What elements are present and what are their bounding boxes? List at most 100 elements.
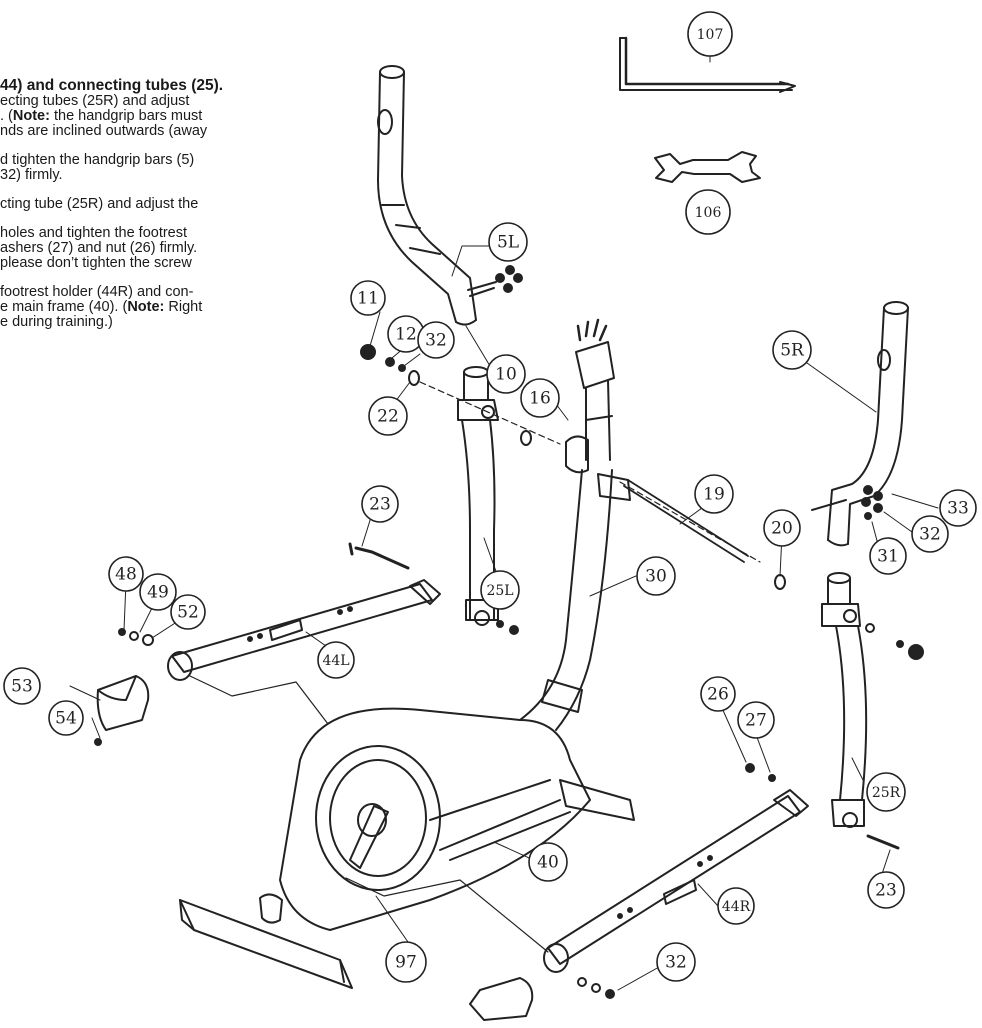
callout-label: 19 (703, 485, 725, 505)
callout-circle (772, 330, 812, 370)
allen-key-107 (619, 36, 796, 93)
callout-circle (417, 321, 455, 359)
left-footrest-44L (167, 579, 441, 681)
callout-circle (486, 354, 526, 394)
callout-label: 33 (947, 499, 969, 519)
callout-circle (656, 942, 696, 982)
callout-label: 20 (771, 519, 793, 539)
instruction-heading: 44) and connecting tubes (25). (0, 77, 224, 94)
callout-circle (700, 676, 736, 712)
wrench-106 (654, 151, 761, 183)
right-footrest-44R (543, 789, 809, 973)
callout-circle (480, 570, 520, 610)
instruction-line: . (Note: the handgrip bars must (0, 108, 203, 124)
callout-16: 16 (520, 378, 560, 418)
callout-32: 32 (911, 515, 949, 553)
callout-5L: 5L (488, 222, 528, 262)
callout-32: 32 (417, 321, 455, 359)
callout-5R: 5R (772, 330, 812, 370)
callout-label: 23 (369, 495, 391, 515)
callout-circle (763, 509, 801, 547)
instruction-line: 32) firmly. (0, 167, 63, 183)
callout-49: 49 (139, 573, 177, 611)
callout-circle (108, 556, 144, 592)
callout-44R: 44R (717, 887, 755, 925)
callout-31: 31 (869, 537, 907, 575)
callout-label: 106 (695, 205, 722, 221)
callout-circle (361, 485, 399, 523)
callout-23: 23 (867, 871, 905, 909)
callout-10: 10 (486, 354, 526, 394)
callout-106: 106 (685, 189, 731, 235)
callout-label: 23 (875, 881, 897, 901)
callout-circle (350, 280, 386, 316)
callout-circle (528, 842, 568, 882)
callout-48: 48 (108, 556, 144, 592)
callout-52: 52 (170, 594, 206, 630)
instruction-line: ashers (27) and nut (26) firmly. (0, 240, 198, 256)
callout-label: 32 (665, 953, 687, 973)
right-handlebar-5R (811, 301, 909, 547)
callout-circle (866, 772, 906, 812)
callout-label: 5R (780, 341, 805, 361)
callout-circle (694, 474, 734, 514)
callout-circle (317, 641, 355, 679)
instruction-line: e main frame (40). (Note: Right (0, 299, 203, 315)
callout-label: 30 (645, 567, 667, 587)
callout-40: 40 (528, 842, 568, 882)
callout-circle (385, 941, 427, 983)
callout-label: 12 (395, 325, 417, 345)
callout-label: 107 (697, 27, 724, 43)
callout-label: 32 (919, 525, 941, 545)
instruction-lines: ecting tubes (25R) and adjust. (Note: th… (0, 94, 340, 330)
callout-circle (170, 594, 206, 630)
callout-circle (3, 667, 41, 705)
callout-32: 32 (656, 942, 696, 982)
callout-label: 52 (177, 603, 199, 623)
callout-circle (368, 396, 408, 436)
callout-20: 20 (763, 509, 801, 547)
callout-23: 23 (361, 485, 399, 523)
instruction-line: cting tube (25R) and adjust the (0, 196, 199, 212)
right-connecting-tube-25R (821, 572, 868, 828)
callout-circle (48, 700, 84, 736)
callout-circle (911, 515, 949, 553)
callout-44L: 44L (317, 641, 355, 679)
callout-27: 27 (737, 701, 775, 739)
callout-label: 25R (872, 785, 901, 801)
callout-circle (636, 556, 676, 596)
main-mast-30 (519, 318, 631, 731)
callout-label: 49 (147, 583, 169, 603)
callout-label: 27 (745, 711, 767, 731)
callout-label: 97 (395, 953, 417, 973)
callout-label: 5L (497, 233, 519, 253)
instruction-line: please don’t tighten the screw (0, 255, 192, 271)
callout-circle (869, 537, 907, 575)
callout-26: 26 (700, 676, 736, 712)
callout-97: 97 (385, 941, 427, 983)
callout-54: 54 (48, 700, 84, 736)
callout-circle (685, 189, 731, 235)
callout-label: 53 (11, 677, 33, 697)
callout-circle (488, 222, 528, 262)
callout-label: 48 (115, 565, 137, 585)
callout-label: 31 (877, 547, 899, 567)
callout-circle (867, 871, 905, 909)
footrest-cap-53 (96, 675, 150, 731)
callout-circle (737, 701, 775, 739)
callout-25R: 25R (866, 772, 906, 812)
callout-circle (939, 489, 977, 527)
callout-circle (687, 11, 733, 57)
callout-label: 44R (722, 899, 751, 915)
callout-33: 33 (939, 489, 977, 527)
callout-label: 26 (707, 685, 729, 705)
callout-22: 22 (368, 396, 408, 436)
instruction-line: d tighten the handgrip bars (5) (0, 152, 195, 168)
instruction-line: footrest holder (44R) and con- (0, 284, 194, 300)
callout-19: 19 (694, 474, 734, 514)
callout-11: 11 (350, 280, 386, 316)
callout-label: 22 (377, 407, 399, 427)
callout-label: 44L (322, 653, 349, 669)
